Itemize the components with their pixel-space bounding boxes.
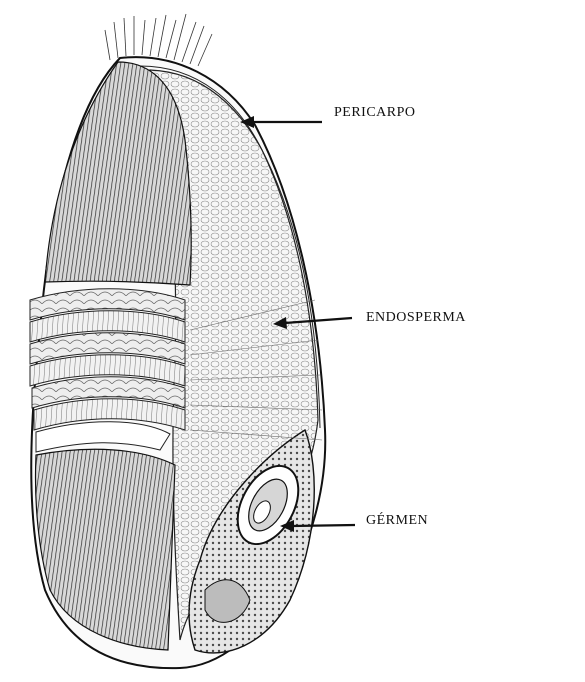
label-pericarpo: PERICARPO — [334, 105, 416, 121]
upper-striated-block — [45, 62, 191, 285]
arrow-germen — [280, 520, 355, 532]
label-germen: GÉRMEN — [366, 513, 428, 529]
label-endosperma: ENDOSPERMA — [366, 310, 466, 326]
lower-striated-block — [36, 449, 175, 650]
arrow-pericarpo — [240, 116, 322, 128]
